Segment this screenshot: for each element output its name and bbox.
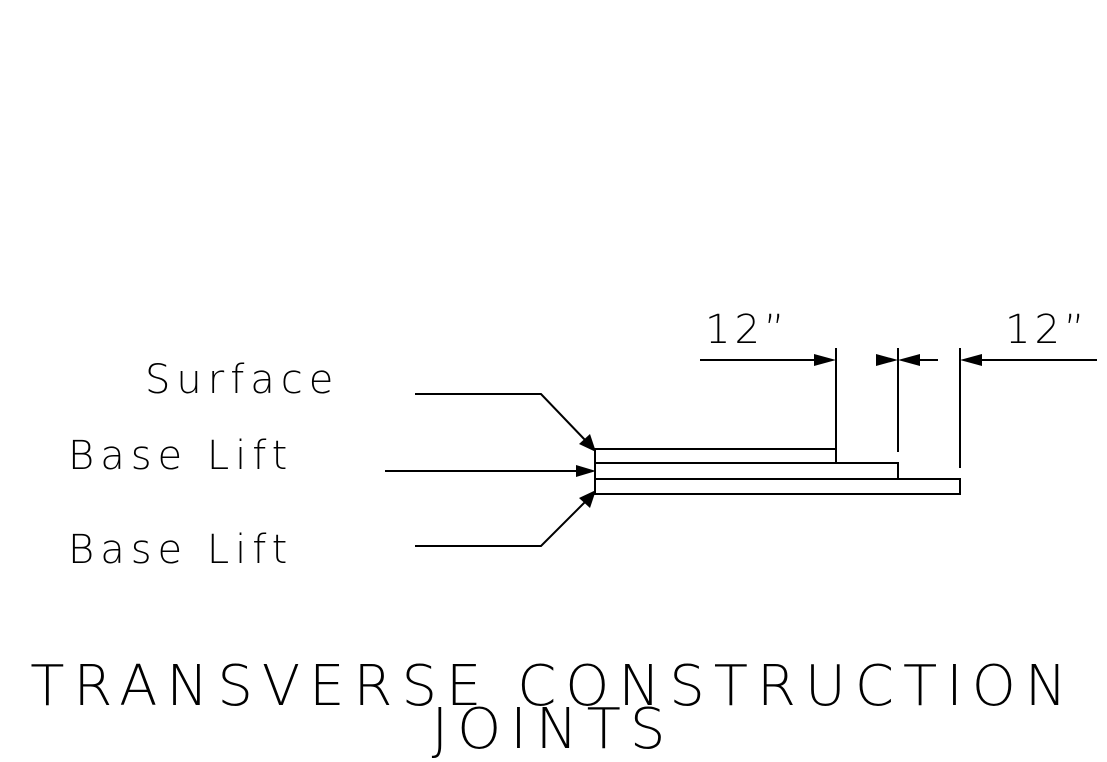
dimension-2-value: 12” bbox=[1005, 307, 1089, 353]
base-lift-upper-label: Base Lift bbox=[68, 433, 293, 479]
base-lift-lower-label: Base Lift bbox=[68, 527, 293, 573]
dimension-1-arrow-left bbox=[814, 354, 836, 366]
surface-label: Surface bbox=[145, 357, 339, 403]
dimension-1-arrow-right bbox=[876, 354, 898, 366]
dimension-2-arrow-right bbox=[960, 354, 982, 366]
base-lift-lower-layer bbox=[594, 478, 961, 495]
base-lift-lower-leader-arrowhead bbox=[579, 490, 596, 508]
dimension-2-arrow-left bbox=[898, 354, 920, 366]
surface-leader-line bbox=[415, 393, 587, 442]
dimension-1-value: 12” bbox=[705, 307, 789, 353]
surface-leader-arrowhead bbox=[579, 434, 596, 452]
base-lift-lower-leader-line bbox=[415, 500, 587, 547]
base-lift-upper-leader-arrowhead bbox=[576, 465, 596, 477]
base-lift-upper-layer bbox=[594, 462, 899, 480]
drawing-title-line-2: JOINTS bbox=[432, 697, 675, 762]
surface-layer bbox=[594, 448, 837, 464]
drawing-title-line-1: TRANSVERSE CONSTRUCTION bbox=[30, 654, 1075, 719]
